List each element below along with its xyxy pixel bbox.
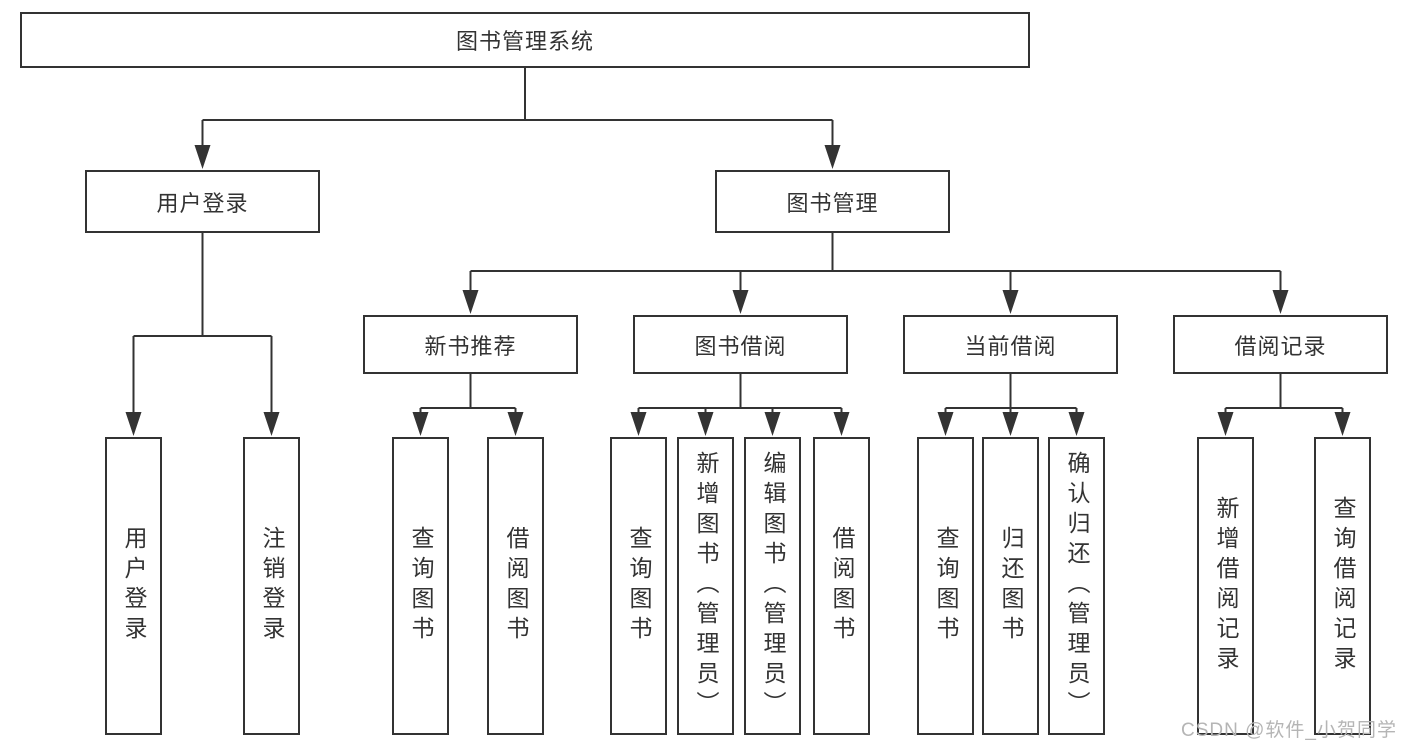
arrowheads	[125, 145, 1351, 436]
leaf-edit-books-admin: 编辑图书（管理员）	[744, 437, 801, 735]
csdn-watermark: CSDN @软件_小贺同学	[1181, 720, 1397, 741]
connector-current-borrow	[944, 374, 1078, 416]
node-user-login: 用户登录	[85, 170, 320, 233]
node-book-borrow: 图书借阅	[633, 315, 848, 374]
node-book-management: 图书管理	[715, 170, 950, 233]
leaf-query-books-recommend: 查询图书	[392, 437, 449, 735]
node-current-borrow: 当前借阅	[903, 315, 1118, 374]
connector-new-book-recommend	[419, 374, 517, 416]
connector-user-login	[132, 233, 273, 416]
leaf-query-borrow-record: 查询借阅记录	[1314, 437, 1371, 735]
node-borrow-records: 借阅记录	[1173, 315, 1388, 374]
node-library-management-system: 图书管理系统	[20, 12, 1030, 68]
connector-borrow-records	[1224, 374, 1344, 416]
leaf-add-books-admin: 新增图书（管理员）	[677, 437, 734, 735]
leaf-borrow-books-recommend: 借阅图书	[487, 437, 544, 735]
leaf-confirm-return-admin: 确认归还（管理员）	[1048, 437, 1105, 735]
connector-root	[201, 68, 834, 150]
leaf-return-books: 归还图书	[982, 437, 1039, 735]
leaf-borrow-books: 借阅图书	[813, 437, 870, 735]
leaf-user-login: 用户登录	[105, 437, 162, 735]
leaf-query-books-borrow: 查询图书	[610, 437, 667, 735]
connector-book-management	[469, 233, 1282, 294]
node-new-book-recommend: 新书推荐	[363, 315, 578, 374]
leaf-query-books-current: 查询图书	[917, 437, 974, 735]
connector-book-borrow	[637, 374, 843, 416]
leaf-add-borrow-record: 新增借阅记录	[1197, 437, 1254, 735]
leaf-logout-login: 注销登录	[243, 437, 300, 735]
